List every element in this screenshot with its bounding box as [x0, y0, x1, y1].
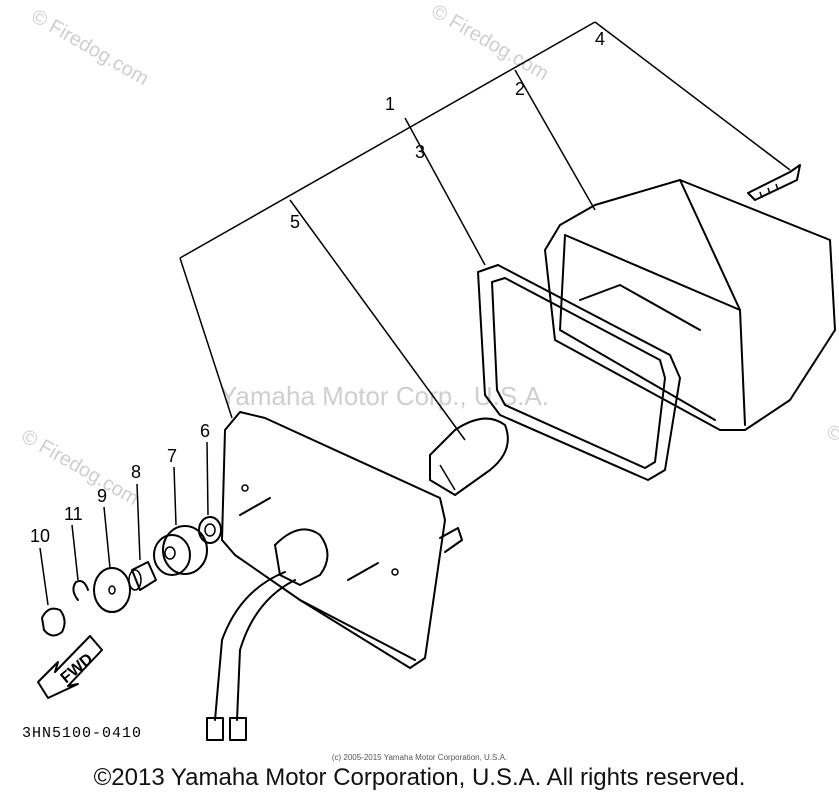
lens-housing	[544, 179, 836, 431]
copyright-notice: ©2013 Yamaha Motor Corporation, U.S.A. A…	[93, 764, 746, 791]
part-number-2: 2	[515, 79, 525, 99]
small-copyright: (c) 2005-2015 Yamaha Motor Corporation, …	[331, 753, 508, 762]
washer	[198, 516, 222, 544]
gasket	[477, 264, 681, 481]
part-number-5: 5	[290, 212, 300, 232]
part-number-labels: 1 2 3 4 5 6 7 8 9 10 11	[30, 29, 605, 546]
assembly-brackets	[179, 21, 791, 441]
part-number-7: 7	[167, 446, 177, 466]
grommet	[153, 525, 208, 576]
part-number-6: 6	[200, 421, 210, 441]
part-number-4: 4	[595, 29, 605, 49]
collar	[128, 561, 157, 591]
part-number-10: 10	[30, 526, 50, 546]
part-number-1: 1	[385, 94, 395, 114]
bulb	[429, 417, 509, 496]
diagram-code: 3HN5100-0410	[22, 725, 143, 742]
firedog-watermark: © Firedog.com	[18, 425, 143, 510]
plain-washer	[93, 567, 131, 613]
firedog-watermark: © Firedog.com	[428, 0, 553, 85]
fwd-label: FWD	[58, 650, 97, 686]
part-number-8: 8	[131, 462, 141, 482]
screw	[747, 164, 801, 201]
firedog-watermark: © Firedog.com	[28, 5, 153, 90]
base-plate	[206, 411, 463, 741]
clip	[72, 580, 89, 601]
part-number-11: 11	[64, 504, 83, 524]
firedog-watermark: © Firedog.com	[823, 420, 839, 505]
fwd-arrow: FWD	[37, 635, 103, 699]
part-number-9: 9	[97, 486, 107, 506]
leader-lines	[39, 441, 209, 606]
cap-nut	[41, 607, 66, 637]
part-number-3: 3	[415, 142, 425, 162]
